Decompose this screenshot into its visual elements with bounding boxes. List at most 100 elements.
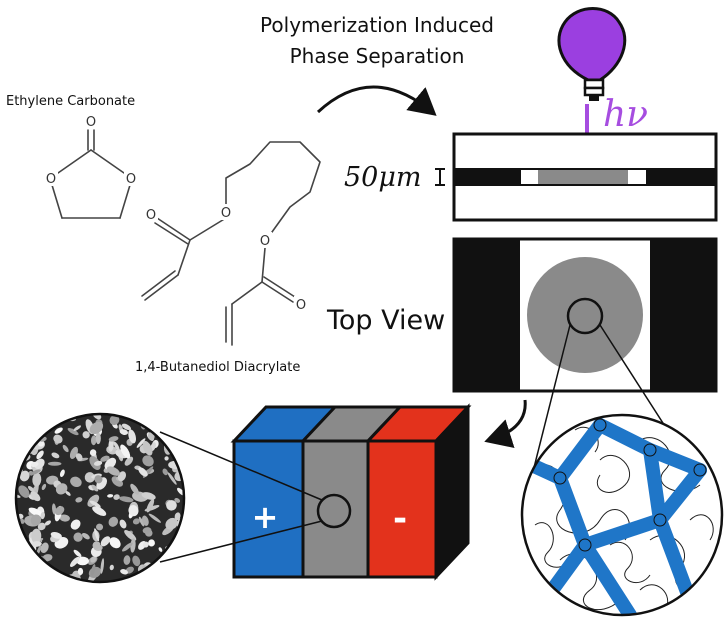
polymer-network-zoom — [520, 413, 724, 617]
sem-grain — [89, 500, 101, 508]
sem-grain — [28, 469, 41, 476]
sem-grain — [132, 518, 140, 525]
sem-grain — [152, 570, 162, 578]
sem-micrograph — [14, 412, 186, 584]
sem-grain — [62, 444, 69, 453]
sem-grain — [70, 519, 81, 530]
sem-grain — [167, 472, 177, 485]
anode-front — [232, 439, 305, 579]
sem-grain — [89, 421, 104, 435]
uv-bulb-icon — [557, 7, 627, 101]
sem-grain — [73, 549, 82, 558]
sem-grain — [84, 472, 95, 483]
top-view-zoom-circle — [566, 297, 604, 335]
sem-grain — [67, 428, 79, 436]
sem-grain — [100, 558, 105, 574]
sem-grain — [24, 414, 35, 423]
sem-grain — [108, 436, 119, 442]
bdda-structure — [141, 141, 321, 346]
sem-grain — [100, 536, 111, 547]
minus-terminal-label: - — [393, 499, 407, 539]
side-view-cell — [452, 132, 718, 222]
sem-grain — [148, 513, 161, 523]
sem-grain — [109, 537, 121, 549]
sem-grain — [128, 429, 137, 444]
sem-grain — [179, 447, 184, 455]
sem-grain — [177, 414, 184, 425]
sem-grain — [59, 514, 70, 522]
thickness-marker — [435, 168, 445, 186]
thickness-label: 50μm — [344, 162, 422, 193]
sem-grain — [87, 494, 100, 507]
sem-grain — [165, 517, 178, 530]
sem-grain — [29, 419, 33, 434]
sem-grain — [29, 557, 37, 565]
sem-grain — [26, 562, 40, 575]
bdda-o-2: O — [146, 208, 156, 223]
sem-grain — [175, 561, 182, 568]
sem-grain — [37, 414, 51, 421]
separator-front — [301, 439, 370, 579]
sem-grain — [141, 492, 156, 500]
ec-ring-o-left: O — [46, 172, 56, 187]
battery-cell — [230, 403, 472, 581]
sem-grain — [19, 417, 29, 433]
sem-grain — [40, 542, 49, 553]
sem-grain — [65, 490, 71, 496]
sem-grain — [113, 441, 120, 452]
ethylene-carbonate-name: Ethylene Carbonate — [6, 94, 135, 109]
sem-grain — [121, 423, 132, 431]
sem-grain — [91, 564, 96, 576]
sem-grain — [59, 469, 65, 477]
sem-grain — [154, 415, 163, 424]
sem-grain — [178, 566, 184, 576]
sem-grain — [174, 541, 182, 556]
sem-grain — [142, 527, 152, 534]
sem-grain — [93, 460, 103, 466]
sem-grain — [92, 414, 102, 420]
sem-grain — [31, 559, 41, 571]
sem-grain — [174, 498, 181, 503]
sem-grain — [123, 555, 131, 565]
sem-grain — [128, 505, 139, 517]
ec-ring-o-right: O — [126, 172, 136, 187]
sem-grain — [148, 539, 155, 547]
sem-grain — [29, 414, 38, 421]
plus-terminal-label: + — [252, 498, 279, 536]
sem-grain — [25, 565, 34, 575]
sem-grain — [138, 516, 145, 527]
sem-grain — [75, 497, 83, 503]
sem-grain — [19, 470, 30, 482]
sem-grain — [124, 530, 137, 541]
sem-grain — [30, 514, 42, 526]
sem-grain — [120, 444, 131, 459]
sem-grain — [96, 523, 104, 531]
sem-grain — [177, 531, 184, 547]
sem-grain — [27, 420, 41, 429]
sem-grain — [107, 494, 114, 498]
sem-grain — [138, 467, 148, 477]
sem-grain — [92, 506, 107, 516]
sem-grain — [25, 430, 32, 435]
sem-grain — [16, 439, 23, 451]
sem-grain — [30, 461, 39, 467]
sem-grain — [119, 496, 134, 503]
sem-grain — [141, 515, 149, 526]
sem-grain — [104, 457, 117, 470]
sem-grain — [54, 506, 65, 516]
ethylene-carbonate-structure — [44, 113, 138, 219]
sem-grain — [124, 456, 134, 466]
sem-grain — [44, 520, 51, 526]
sem-grain — [16, 414, 29, 426]
sem-grain — [142, 541, 149, 548]
separator-zoom-circle — [316, 493, 352, 529]
sem-grain — [158, 547, 163, 552]
sem-grain — [27, 422, 33, 429]
sem-grain — [176, 442, 183, 446]
sem-grain — [33, 486, 38, 491]
sem-grain — [171, 414, 180, 418]
sem-grain — [119, 429, 128, 435]
sem-grain — [109, 415, 120, 426]
sem-grain — [94, 528, 100, 542]
sem-grain — [146, 498, 155, 513]
